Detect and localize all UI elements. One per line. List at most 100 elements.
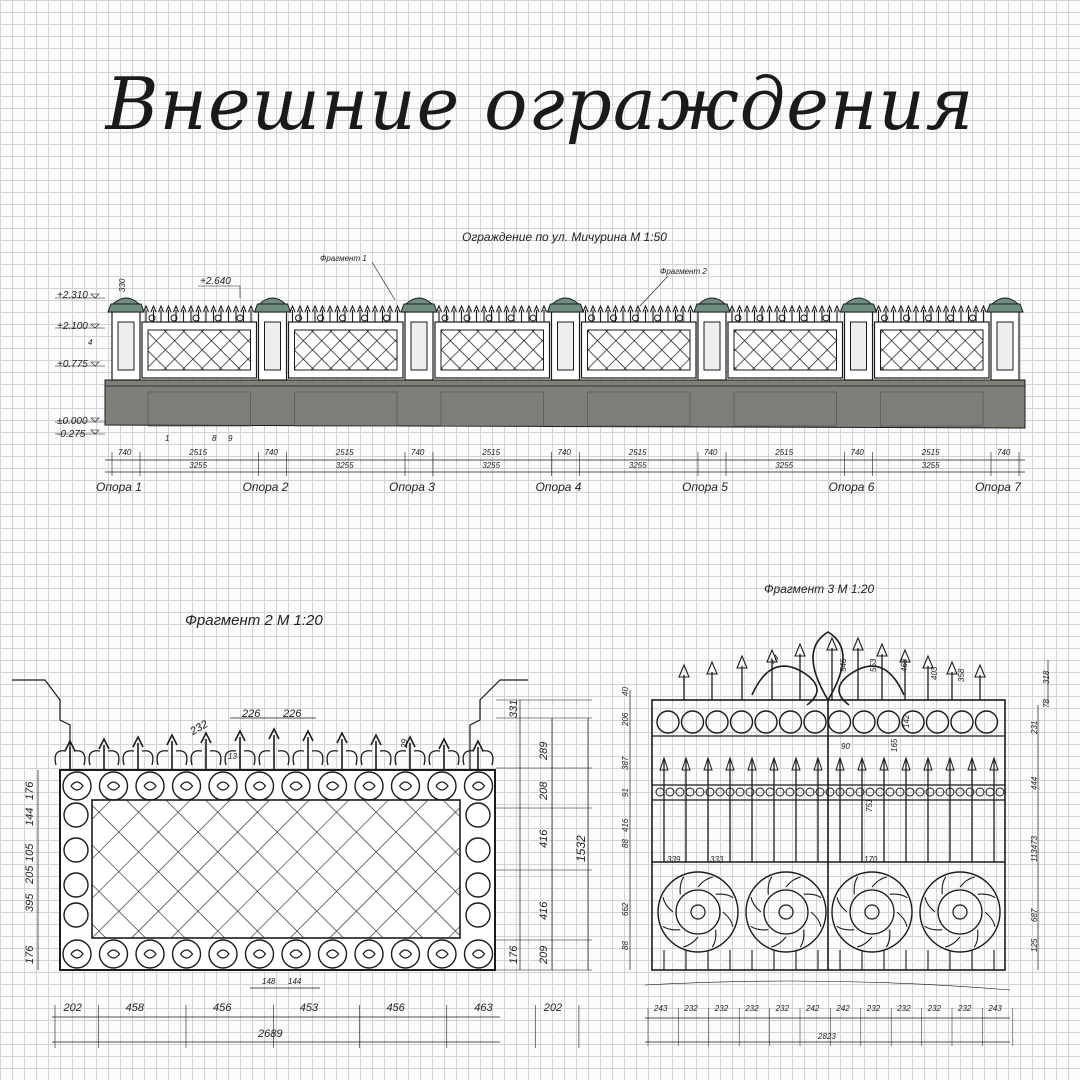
level-mark: +2.100 <box>57 321 88 332</box>
crest-scroll <box>122 750 154 766</box>
spike <box>225 304 232 322</box>
spike <box>503 304 510 322</box>
scroll <box>903 314 910 322</box>
bead <box>745 787 755 797</box>
scroll <box>326 949 340 959</box>
gate-ring <box>974 710 999 734</box>
scroll <box>70 781 84 791</box>
scroll <box>148 314 156 322</box>
scroll <box>734 314 742 322</box>
bottom-dimension: 243 <box>654 1004 668 1013</box>
side-scroll <box>63 902 89 928</box>
top-pike <box>794 642 806 657</box>
spike <box>882 304 890 322</box>
bead <box>675 787 685 797</box>
finial <box>404 735 416 770</box>
pillar-cap-top <box>990 297 1020 305</box>
medallion-scroll <box>977 893 996 899</box>
crest-scroll <box>224 750 256 766</box>
spike <box>289 304 296 322</box>
lattice-infill <box>733 329 837 371</box>
bottom-dimension: 463 <box>474 1002 493 1014</box>
lattice-infill <box>587 329 691 371</box>
pillar-cap <box>400 303 438 313</box>
spike <box>379 304 386 322</box>
side-scroll <box>465 802 491 828</box>
spike <box>912 304 920 322</box>
panel-width: 2515 <box>335 448 354 457</box>
border-ring <box>171 939 202 969</box>
pillar-cap <box>253 303 292 313</box>
gate-ring <box>950 710 974 734</box>
dimension: 90 <box>841 742 850 751</box>
medallion-scroll <box>853 876 859 895</box>
fragment-3-caption: Фрагмент 3 М 1:20 <box>764 582 875 596</box>
support-label: Опора 1 <box>96 480 142 494</box>
scroll <box>925 314 932 322</box>
pillar-cap-top <box>551 297 580 305</box>
scroll <box>289 949 303 959</box>
scroll <box>435 781 449 791</box>
side-scroll <box>63 872 89 898</box>
top-pike <box>974 663 986 678</box>
level-marker <box>90 429 100 435</box>
spike <box>311 304 319 322</box>
spike <box>435 304 443 322</box>
medallion-scroll <box>683 936 699 948</box>
gate-ring <box>852 710 876 734</box>
pillar-width: 740 <box>118 448 132 457</box>
panel-width: 2515 <box>775 448 794 457</box>
plinth-panel <box>440 391 544 427</box>
dimension: 170 <box>864 855 878 864</box>
spike <box>803 304 811 322</box>
spike <box>386 304 394 322</box>
spike <box>890 304 897 322</box>
medallion-scroll <box>662 925 681 931</box>
finial <box>438 737 450 770</box>
medallion-scroll <box>896 911 908 927</box>
dimension: 339 <box>667 855 681 864</box>
border-ring <box>98 771 129 801</box>
border-ring <box>244 771 275 801</box>
bead <box>975 787 985 797</box>
pillar-niche <box>557 321 574 371</box>
border-ring <box>427 771 457 801</box>
bottom-dimension: 458 <box>125 1002 145 1014</box>
top-pike <box>899 648 911 663</box>
scroll <box>170 314 178 322</box>
border-ring <box>463 939 494 969</box>
medallion-inner <box>763 889 809 935</box>
spike <box>165 304 172 322</box>
medallion-scroll <box>799 929 805 948</box>
bead <box>855 787 865 797</box>
bead <box>765 787 775 797</box>
crest-scroll <box>394 750 426 766</box>
gate-ring <box>729 710 754 734</box>
spike <box>540 304 548 322</box>
top-pike <box>736 654 748 669</box>
spike <box>897 304 905 322</box>
finial <box>166 733 178 770</box>
top-pike <box>766 648 778 663</box>
top-pike <box>852 636 864 651</box>
spike <box>642 304 649 322</box>
crest-scroll <box>462 750 494 766</box>
scroll <box>472 781 486 791</box>
lattice-panel <box>91 799 461 939</box>
bottom-dimension: 453 <box>299 1002 319 1014</box>
medallion <box>657 871 739 953</box>
support-label: Опора 2 <box>242 480 289 494</box>
fragment-2-drawing <box>12 679 592 1048</box>
medallion-scroll <box>941 876 947 895</box>
top-pike <box>946 660 958 675</box>
scroll <box>472 949 486 959</box>
spike <box>788 304 796 322</box>
panel-width: 2515 <box>189 448 208 457</box>
medallion-scroll <box>679 876 685 895</box>
border-ring <box>62 771 92 801</box>
pillar-cap-top <box>111 297 141 305</box>
spike <box>736 304 743 322</box>
scroll <box>822 314 830 322</box>
gate-ring <box>656 710 680 734</box>
spike <box>679 304 687 322</box>
